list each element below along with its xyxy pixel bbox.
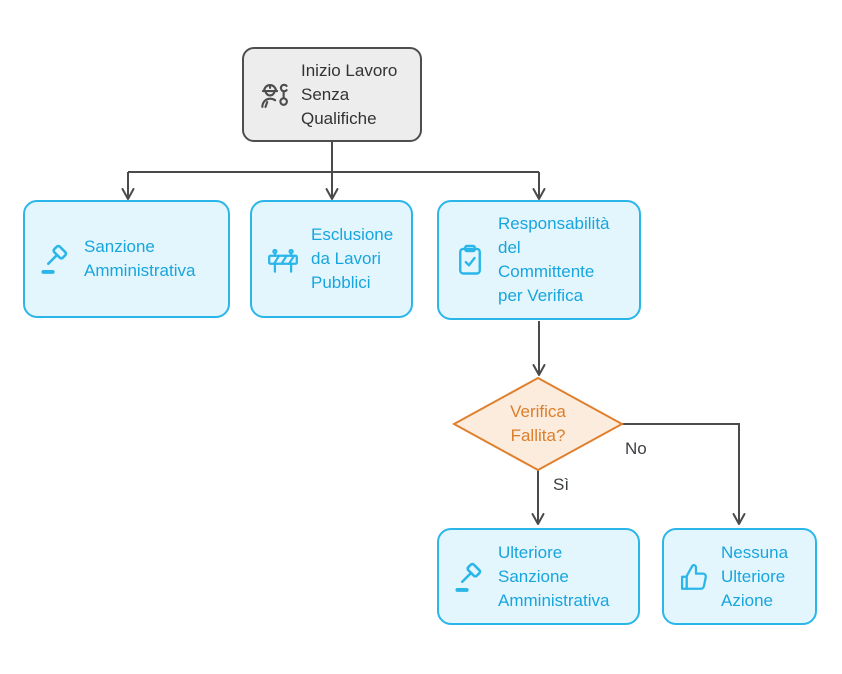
construction-worker-icon [257,78,291,112]
clipboard-check-icon [452,242,488,278]
gavel-icon [452,559,488,595]
gavel-icon [38,241,74,277]
node-label: Responsabilità del Committente per Verif… [498,214,610,305]
decision-label: Verifica Fallita? [510,402,566,445]
node-ulteriore-sanzione: Ulteriore Sanzione Amministrativa [437,528,640,625]
node-label: Ulteriore Sanzione Amministrativa [498,542,610,610]
node-nessuna-azione: Nessuna Ulteriore Azione [662,528,817,625]
node-responsabilita-committente: Responsabilità del Committente per Verif… [437,200,641,320]
edge-label-si: Sì [553,475,570,494]
edge-label-no: No [625,439,647,458]
decision-diamond-shape [451,376,625,472]
node-inizio-lavoro: Inizio Lavoro Senza Qualifiche [242,47,422,142]
node-sanzione-amministrativa: Sanzione Amministrativa [23,200,230,318]
edge-start-split [128,142,539,173]
node-esclusione-lavori-pubblici: Esclusione da Lavori Pubblici [250,200,413,318]
edge-no-to-nessuna [622,423,746,525]
node-label: Nessuna Ulteriore Azione [721,542,789,610]
node-verifica-fallita: Verifica Fallita? [454,378,622,470]
node-label: Esclusione da Lavori Pubblici [311,225,394,292]
node-label: Inizio Lavoro Senza Qualifiche [301,60,398,128]
thumbs-up-icon [677,560,711,594]
roadblock-barrier-icon [265,241,301,277]
node-label: Sanzione Amministrativa [84,237,196,280]
